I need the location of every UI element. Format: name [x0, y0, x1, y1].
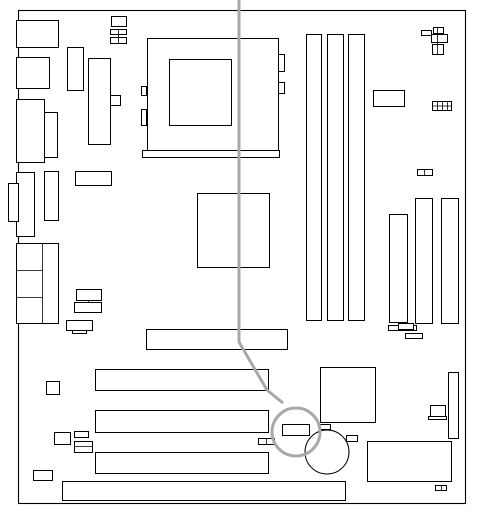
buzzer-right-base — [428, 416, 447, 420]
callout-leader-line — [237, 0, 284, 405]
pci-slot-3 — [95, 452, 269, 474]
jumper-right-bottom — [435, 485, 447, 491]
battery-clip-jumper — [346, 435, 358, 442]
socket-side-tab-1 — [141, 86, 147, 96]
ide-connector-secondary — [415, 198, 433, 324]
highlighted-jumper — [282, 424, 310, 436]
bios-chip — [67, 47, 84, 91]
serial-port-bracket — [44, 112, 58, 158]
ps2-keyboard-mouse-connector — [16, 20, 59, 48]
header-left-a — [76, 289, 102, 301]
ide-connector-primary — [389, 214, 408, 323]
floppy-connector — [441, 198, 459, 324]
header-left-b — [74, 302, 102, 313]
cpu-socket-lever — [142, 150, 280, 158]
header-left-c — [66, 320, 93, 331]
audio-game-port-block — [16, 243, 59, 324]
jumper-right-mid — [417, 169, 433, 176]
pci-slot-1 — [95, 369, 269, 391]
cpu-socket-center — [169, 59, 232, 126]
socket-side-tab-4 — [278, 82, 285, 94]
header-left-c-tab — [72, 330, 87, 334]
jumper-right-top-b — [433, 27, 444, 34]
dimm-slot-2 — [327, 34, 344, 321]
jumper-right-top-d — [432, 44, 444, 55]
led-header-bottom — [33, 470, 53, 481]
parallel-port-flange — [8, 183, 19, 222]
southbridge-chip — [320, 367, 376, 423]
fan-header-top — [111, 16, 127, 27]
atx-power-connector — [88, 58, 111, 145]
right-chip — [373, 90, 405, 107]
pci-slot-2 — [95, 410, 269, 433]
buzzer-left — [54, 432, 71, 445]
jumper-ide-b — [398, 323, 414, 330]
battery-jumper-left — [46, 381, 60, 395]
jumper-ide-c — [405, 333, 423, 339]
buzzer-right — [430, 405, 446, 417]
atx-power-tab — [110, 95, 121, 106]
callout-circle — [270, 406, 322, 458]
jumper-right-top-a — [421, 30, 432, 36]
parallel-port-connector — [16, 172, 35, 237]
super-io-chip — [367, 441, 452, 482]
front-panel-header — [448, 372, 459, 439]
dimm-slot-1 — [306, 34, 322, 321]
dimm-slot-3 — [348, 34, 365, 321]
cmos-battery — [304, 429, 350, 475]
parallel-port-bracket — [44, 171, 59, 221]
jumper-left-bottom-a — [74, 431, 89, 438]
agp-slot — [146, 329, 288, 350]
northbridge-chip — [197, 193, 270, 268]
serial-port-connector — [16, 99, 45, 163]
jumper-right-top-c — [431, 34, 448, 43]
jumper-left-bottom-b — [74, 441, 93, 453]
usb-connector — [16, 57, 50, 89]
socket-side-tab-2 — [141, 109, 147, 126]
socket-side-tab-3 — [278, 54, 285, 72]
small-chip-left — [75, 171, 112, 186]
isa-slot — [62, 481, 346, 501]
